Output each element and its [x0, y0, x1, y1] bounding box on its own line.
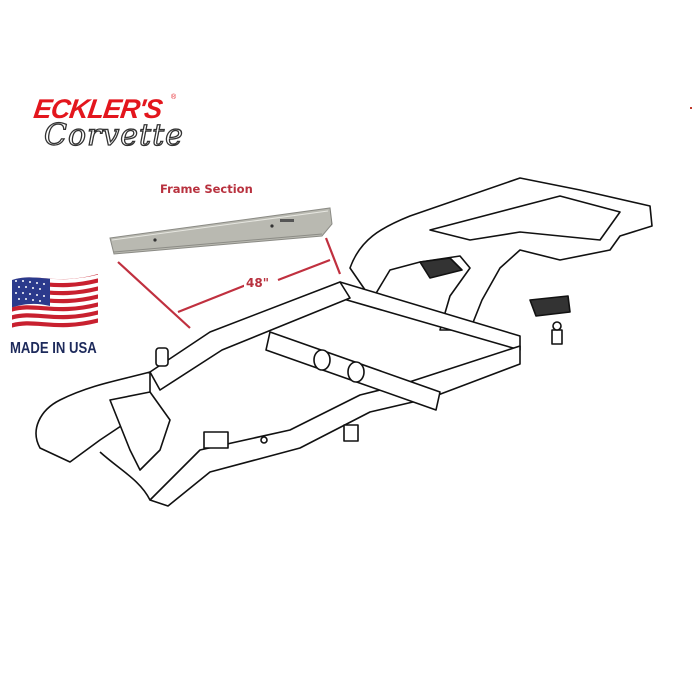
dimension-label: 48" [244, 276, 271, 290]
us-flag-icon [12, 274, 98, 330]
part-caption: Frame Section [160, 182, 253, 196]
registered-mark: ® [171, 94, 177, 101]
brand-script: Corvette [43, 117, 184, 153]
made-in-usa-badge: MADE IN USA [10, 340, 97, 357]
brand-logo: ECKLER'S ® Corvette [30, 92, 184, 162]
dimension-lines [117, 237, 342, 329]
frame-section-part [109, 207, 333, 255]
chassis-frame [35, 177, 653, 507]
stray-dot [690, 107, 692, 109]
